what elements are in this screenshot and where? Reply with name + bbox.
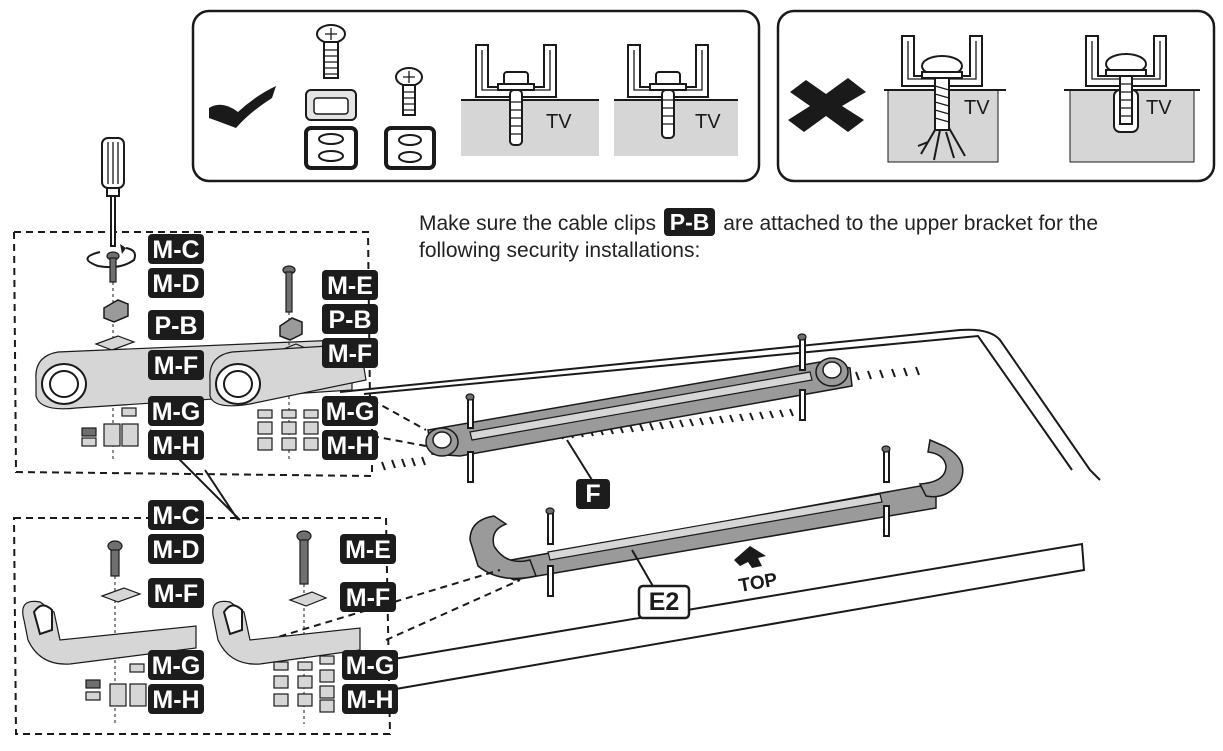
part-label: P-B [154, 312, 197, 340]
part-label-f [576, 479, 610, 509]
labels-upper-left: M-C M-D P-B M-F M-G M-H [148, 234, 204, 460]
screw-with-washer [384, 67, 436, 170]
tv-label: TV [695, 111, 721, 133]
instruction-text: Make sure the cable clips P-B are attach… [419, 208, 1179, 264]
part-label: P-B [328, 306, 371, 334]
screwdriver-icon [101, 137, 125, 247]
spacer-set [85, 655, 335, 713]
tv-mount-wrong-2: TV [1064, 35, 1200, 163]
panel-wrong: TV TV [776, 9, 1216, 183]
labels-upper-right: M-E P-B M-F M-G M-H [322, 270, 378, 460]
part-label: M-E [345, 536, 391, 564]
part-label: M-H [152, 686, 199, 714]
tv-label: TV [1146, 97, 1172, 119]
part-label: M-G [152, 652, 201, 680]
detail-upper: M-C M-D P-B M-F M-G M-H M-E P-B M-F M-G … [13, 137, 427, 478]
detail-lower: M-C M-D M-F M-G M-H M-E M-F M-G M-H [12, 500, 521, 735]
check-mark-icon [209, 86, 276, 128]
labels-lower-right: M-E M-F M-G M-H [340, 534, 398, 714]
part-label: M-H [346, 686, 393, 714]
lower-bracket: E2 TOP [469, 438, 964, 620]
tv-mount-wrong-1: TV [884, 35, 1006, 163]
top-direction-label: TOP [737, 569, 779, 596]
up-arrow-icon [734, 546, 766, 568]
part-label: M-G [346, 652, 395, 680]
labels-lower-left: M-C M-D M-F M-G M-H [148, 500, 204, 714]
tv-label: TV [546, 111, 572, 133]
part-label: M-E [327, 272, 373, 300]
part-label: M-H [152, 432, 199, 460]
tv-mount-correct-2: TV [614, 44, 738, 156]
part-label: M-F [346, 584, 390, 612]
upper-bracket: F [425, 333, 853, 509]
bracket-screw [465, 333, 807, 483]
instruction-after: are attached to the upper bracket for th… [419, 212, 1099, 262]
tv-mount-correct-1: TV [461, 44, 599, 156]
panel-correct: TV TV [191, 9, 761, 183]
bracket-screw [545, 445, 891, 597]
part-label: M-F [154, 580, 198, 608]
part-label: M-C [152, 502, 199, 530]
part-label: M-H [326, 432, 373, 460]
cross-mark-icon [788, 78, 866, 132]
part-label: M-F [328, 340, 372, 368]
part-label: M-D [152, 270, 199, 298]
instruction-part-label: P-B [663, 208, 716, 236]
part-label-e2 [637, 584, 691, 620]
part-label: M-G [326, 398, 375, 426]
part-label: M-G [152, 398, 201, 426]
screw-with-spacer [304, 24, 358, 170]
part-label: M-F [154, 352, 198, 380]
spacer-set [81, 407, 319, 451]
part-label: M-D [152, 536, 199, 564]
tv-label: TV [964, 97, 990, 119]
part-label-text: E2 [649, 588, 680, 616]
part-label: M-C [152, 236, 199, 264]
instruction-before: Make sure the cable clips [419, 212, 656, 235]
part-label-text: F [585, 480, 600, 508]
rotate-arrow-icon [86, 247, 136, 269]
